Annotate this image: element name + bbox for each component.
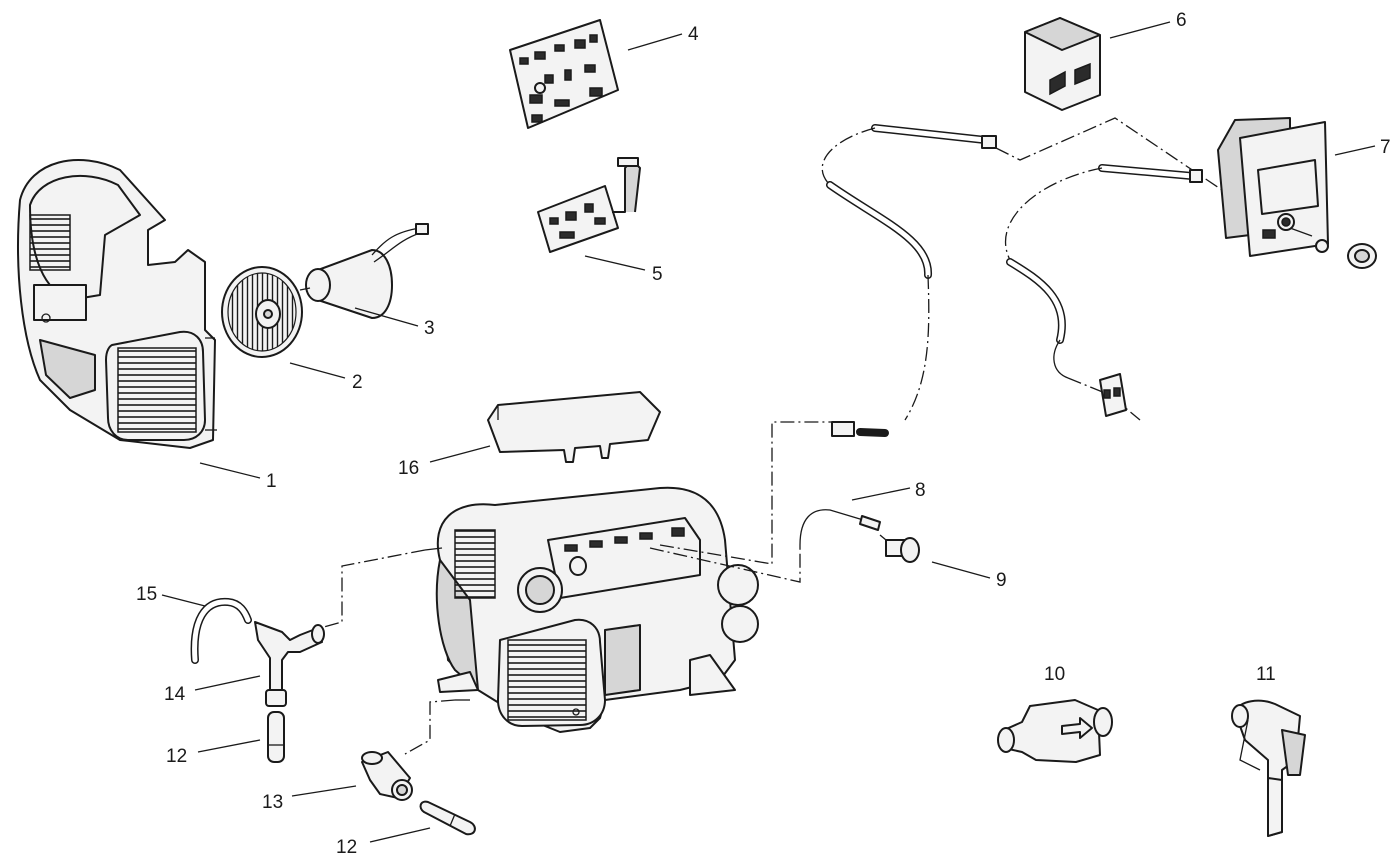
part-2-blower-wheel <box>221 266 303 358</box>
wiring-harness-display <box>1004 164 1203 421</box>
connection-line-14 <box>319 549 426 629</box>
part-12-pin-lower <box>419 800 476 836</box>
connection-line-harness <box>659 421 832 565</box>
part-7-display-panel <box>1217 117 1377 269</box>
part-6-terminal-cover <box>1024 17 1101 111</box>
part-1-side-cover <box>17 159 217 449</box>
callout-14: 14 <box>164 684 186 705</box>
part-3-motor <box>299 223 429 319</box>
callout-15: 15 <box>136 584 157 605</box>
compressor-body <box>424 486 759 733</box>
callout-7: 7 <box>1380 137 1391 158</box>
part-12-pin-upper <box>267 711 285 763</box>
callout-labels: 1 2 3 4 5 6 7 8 9 10 11 12 13 14 15 16 1… <box>136 10 1391 858</box>
part-14-tee-fitting <box>254 621 325 707</box>
callout-1: 1 <box>266 471 277 492</box>
connection-line-9 <box>649 547 801 583</box>
callout-13: 13 <box>262 792 283 813</box>
part-8-cable <box>799 509 881 548</box>
callout-5: 5 <box>652 264 663 285</box>
callout-2: 2 <box>352 372 363 393</box>
part-4-control-board <box>509 19 619 129</box>
callout-11: 11 <box>1256 664 1276 685</box>
part-10-check-valve <box>997 699 1113 763</box>
part-5-interface-board <box>537 157 641 253</box>
connection-line-13 <box>404 699 456 755</box>
part-15-hose <box>190 597 252 664</box>
wiring-harness-upper <box>821 117 1226 437</box>
callout-10: 10 <box>1044 664 1065 685</box>
callout-3: 3 <box>424 318 435 339</box>
part-16-top-plate <box>487 391 661 463</box>
callout-12-upper: 12 <box>166 746 187 767</box>
part-11-quick-coupling <box>1231 699 1306 837</box>
part-13-elbow-fitting <box>361 751 413 801</box>
callout-9: 9 <box>996 570 1007 591</box>
callout-6: 6 <box>1176 10 1187 31</box>
callout-8: 8 <box>915 480 926 501</box>
leader-lines <box>161 21 1376 843</box>
part-9-push-button <box>879 534 920 563</box>
callout-4: 4 <box>688 24 699 45</box>
callout-12-lower: 12 <box>336 837 357 858</box>
callout-16: 16 <box>398 458 419 479</box>
